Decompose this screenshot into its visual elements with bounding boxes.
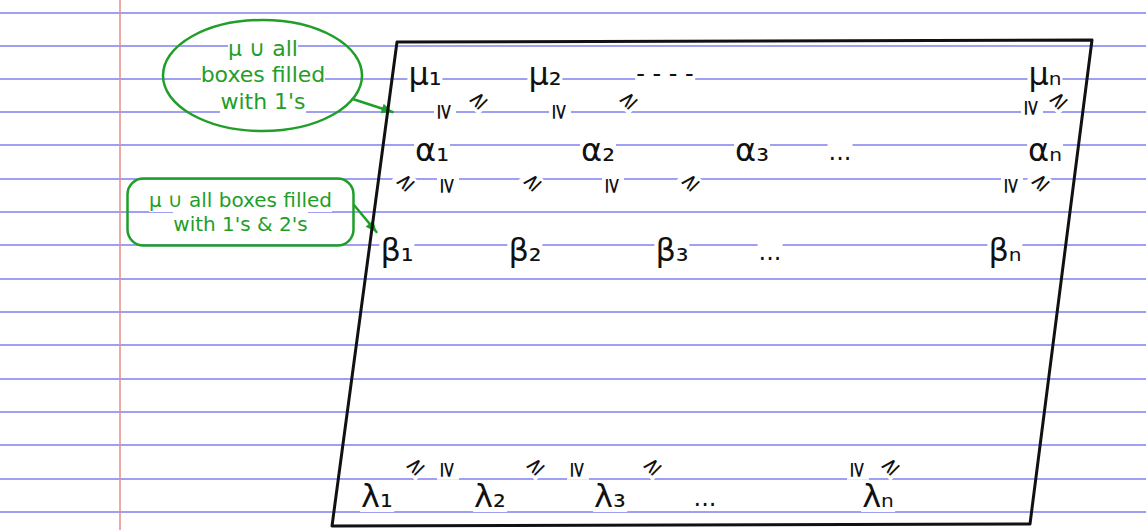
tableau-entry: λ₁	[360, 480, 394, 512]
tableau-entry: - - - -	[635, 62, 695, 86]
inequality-sign: ≥	[637, 451, 667, 481]
inequality-sign: ≥	[613, 85, 643, 115]
note-text-block: μ ∪ all boxes filled with 1's	[193, 36, 333, 115]
inequality-sign: ≥	[517, 167, 547, 197]
inequality-sign: ≥	[1021, 98, 1043, 118]
inequality-sign: ≥	[520, 451, 550, 481]
inequality-sign: ≥	[400, 451, 430, 481]
note-ellipse: μ ∪ all boxes filled with 1's	[161, 18, 364, 133]
inequality-sign: ≥	[875, 451, 905, 481]
inequality-sign: ≥	[675, 167, 705, 197]
tableau-entry: α₂	[580, 134, 616, 166]
tableau-entry: ...	[758, 240, 783, 264]
inequality-sign: ≥	[390, 167, 420, 197]
tableau-entry: ...	[693, 486, 718, 510]
tableau-entry: β₂	[507, 234, 542, 266]
tableau-entry: μ₂	[527, 58, 562, 90]
note-text-block: μ ∪ all boxes filled with 1's & 2's	[138, 188, 343, 236]
tableau-entry: βₙ	[987, 234, 1022, 266]
inequality-sign: ≥	[437, 460, 459, 480]
tableau-entry: λ₃	[593, 480, 627, 512]
tableau-entry: α₁	[414, 134, 450, 166]
inequality-sign: ≥	[1025, 167, 1055, 197]
note-text: μ ∪ all boxes filled with 1's & 2's	[149, 188, 332, 236]
tableau-entry: β₁	[379, 234, 414, 266]
tableau-entry: α₃	[734, 134, 770, 166]
tableau-entry: μ₁	[407, 58, 442, 90]
tableau-entry: αₙ	[1027, 134, 1063, 166]
margin-line	[119, 0, 121, 530]
inequality-sign: ≥	[847, 460, 869, 480]
inequality-sign: ≥	[1001, 176, 1023, 196]
note-box: μ ∪ all boxes filled with 1's & 2's	[126, 177, 355, 247]
inequality-sign: ≥	[567, 460, 589, 480]
inequality-sign: ≥	[549, 102, 571, 122]
inequality-sign: ≥	[602, 176, 624, 196]
tableau-entry: λₙ	[861, 480, 895, 512]
tableau-parallelogram: μ₁μ₂- - - -μₙ≥≥≥≥≥≥α₁α₂α₃...αₙ≥≥≥≥≥≥≥β₁β…	[332, 40, 1092, 526]
inequality-sign: ≥	[463, 85, 493, 115]
tableau-entry: ...	[828, 140, 853, 164]
tableau-entry: λ₂	[473, 480, 507, 512]
inequality-sign: ≥	[437, 176, 459, 196]
tableau-entry: β₃	[654, 234, 689, 266]
note-text: μ ∪ all boxes filled with 1's	[201, 36, 326, 114]
inequality-sign: ≥	[434, 102, 456, 122]
